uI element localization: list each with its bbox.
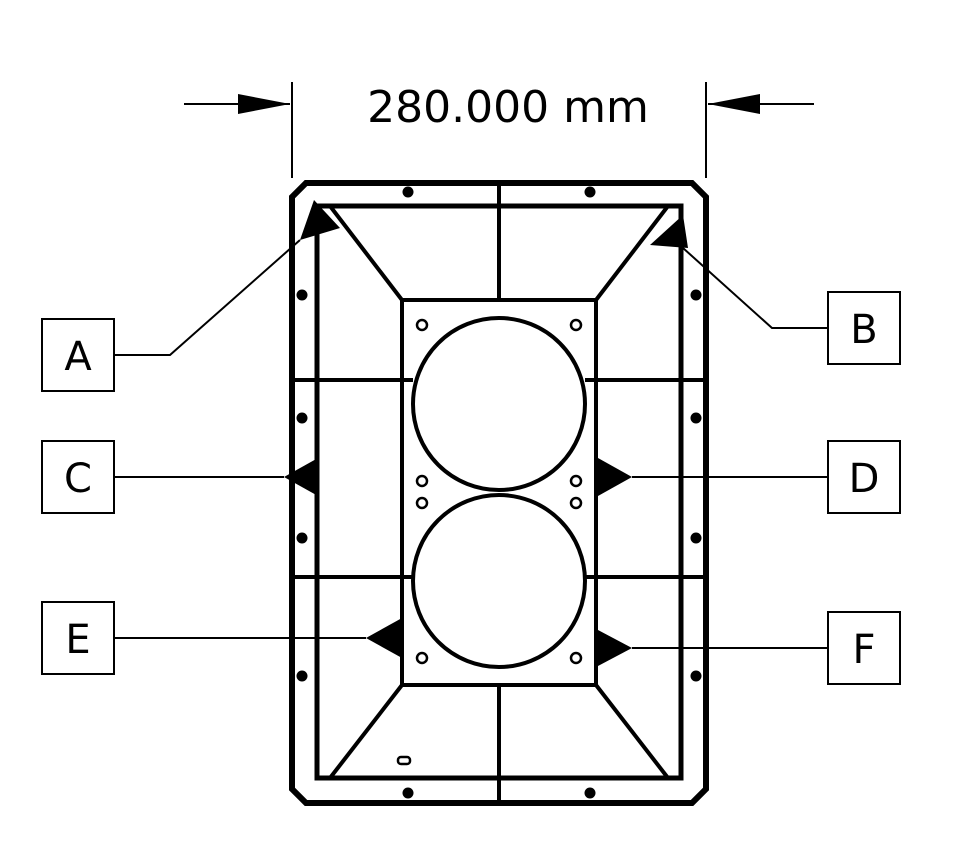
mounting-hole [569,318,583,332]
mounting-hole [415,474,429,488]
dimension-arrowhead-right [708,94,760,114]
leader-a [114,239,301,356]
brace-top-right [594,204,670,302]
mounting-hole [415,496,429,510]
bolt-dot [690,412,702,424]
slot [396,755,412,766]
bolt-dot [690,289,702,301]
bolt-dot [296,289,308,301]
brace-bottom-left [328,683,404,780]
callout-label-c: C [64,456,92,502]
dimension-annotation: 280.000 mm [184,82,814,178]
callout-box-e [41,601,115,675]
bolt-dot [402,787,414,799]
circular-opening-lower [411,493,587,669]
bolt-dot [584,186,596,198]
marker-a [300,200,340,240]
callout-boxes [41,291,901,685]
bolt-dot [296,412,308,424]
leader-lines [114,239,828,649]
center-plate [400,298,598,687]
dimension-label: 280.000 mm [367,82,649,133]
bolt-dot [584,787,596,799]
circular-opening-upper [411,316,587,492]
callout-label-b: B [850,307,877,353]
brace-bottom-right [594,683,670,780]
callout-box-f [827,611,901,685]
callout-label-d: D [849,456,880,502]
marker-e [366,618,402,658]
callout-label-a: A [64,334,92,380]
bolt-dot [296,532,308,544]
marker-c [284,458,318,496]
bolt-dot [690,532,702,544]
mounting-hole [415,318,429,332]
marker-f [598,630,632,666]
dimension-arrowhead-left [238,94,290,114]
mounting-hole [569,651,583,665]
locator-markers [284,200,688,666]
outer-frame [289,180,709,806]
callout-box-d [827,440,901,514]
frame-body [289,180,709,806]
bolt-dot [296,670,308,682]
bolt-dot [690,670,702,682]
plate-mounting-holes [415,318,583,665]
marker-b [650,215,688,248]
mounting-hole [569,474,583,488]
callout-labels: A B C D E F [64,307,879,673]
leader-b [682,247,828,329]
callout-label-e: E [65,617,90,663]
brace-top-left [328,204,404,302]
callout-box-b [827,291,901,365]
callout-label-f: F [852,627,875,673]
callout-box-c [41,440,115,514]
mounting-hole [415,651,429,665]
mounting-hole [569,496,583,510]
bolt-dot [402,186,414,198]
frame-bolts [296,186,702,799]
callout-box-a [41,318,115,392]
marker-d [598,458,632,496]
